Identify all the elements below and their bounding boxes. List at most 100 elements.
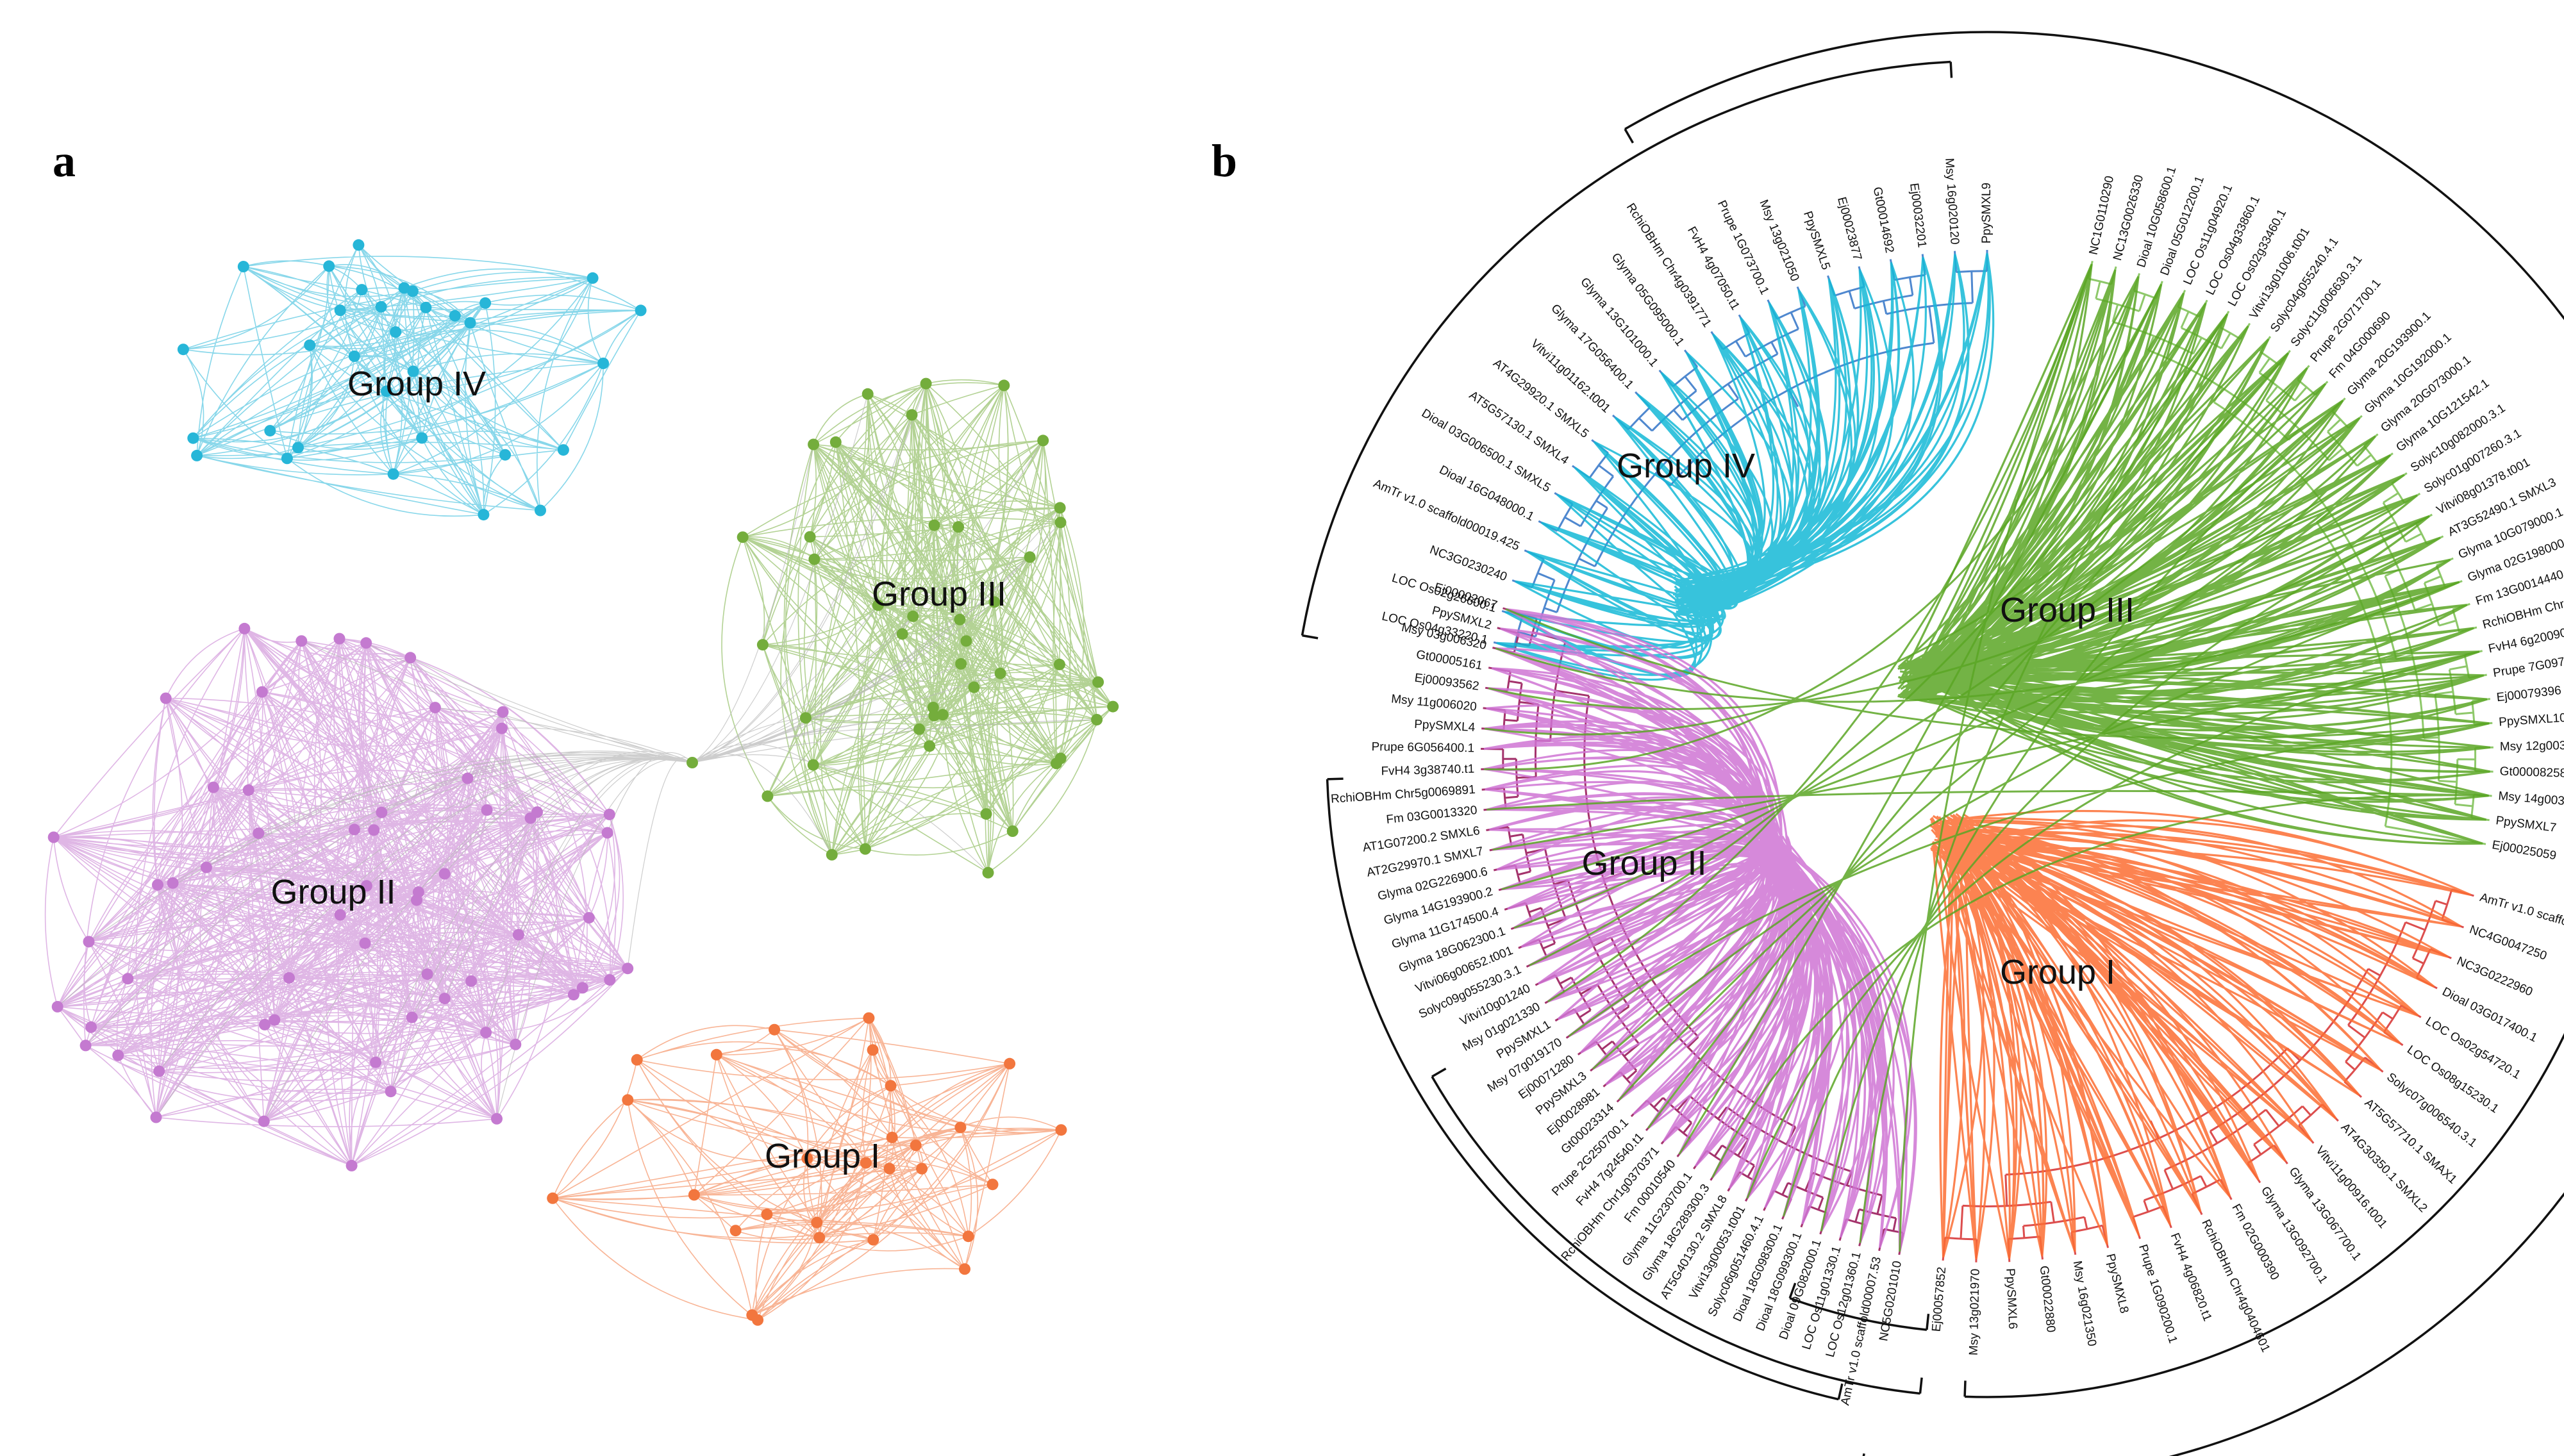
- network-node: [237, 261, 249, 272]
- panel-a-network: a Group IV Group III Group II Group I: [44, 135, 1119, 1326]
- leaf-label: FvH4 6g20090.t1: [2487, 624, 2564, 656]
- leaf-label: Prupe 7G097400.1: [2492, 650, 2564, 681]
- network-node: [567, 989, 579, 1001]
- leaf-label: Msy 11g006020: [1390, 692, 1477, 714]
- leaf-label: Gt00022880: [2037, 1265, 2058, 1333]
- network-links-group-i: [552, 1017, 1062, 1321]
- network-node: [83, 936, 95, 948]
- network-node: [238, 622, 251, 634]
- network-node: [1054, 502, 1066, 514]
- network-node: [1091, 714, 1103, 725]
- network-node: [813, 1232, 826, 1244]
- network-node: [304, 339, 316, 351]
- group-label-i: Group I: [765, 1137, 880, 1175]
- network-node: [360, 637, 372, 649]
- network-node: [587, 272, 599, 284]
- network-node: [464, 317, 476, 329]
- panel-b-letter: b: [1211, 135, 1237, 186]
- leaf-label: LOC Os02g33460.1: [2226, 207, 2289, 309]
- network-hub-node: [687, 757, 698, 768]
- network-node: [867, 1044, 879, 1056]
- leaf-label: Fm 04G000690: [2327, 310, 2393, 381]
- network-node: [292, 442, 304, 454]
- network-node: [150, 1111, 162, 1123]
- network-node: [345, 1159, 358, 1171]
- network-node: [762, 790, 774, 802]
- leaf-label: Fm 03G0013320: [1386, 804, 1478, 827]
- network-node: [688, 1189, 700, 1201]
- network-node: [557, 444, 569, 456]
- network-node: [167, 877, 179, 889]
- network-node: [960, 635, 972, 647]
- network-node: [1107, 700, 1119, 713]
- network-node: [356, 284, 368, 296]
- leaf-label: Prupe 1G090200.1: [2136, 1243, 2179, 1344]
- network-node: [390, 326, 402, 338]
- network-node: [499, 449, 512, 461]
- network-node: [924, 740, 936, 752]
- clade-bracket: [1963, 1032, 2564, 1398]
- network-node: [264, 425, 276, 437]
- network-node: [398, 282, 410, 294]
- network-node: [152, 879, 163, 891]
- network-node: [872, 599, 884, 611]
- network-node: [512, 929, 524, 941]
- leaf-label: Msy 13g021050: [1756, 198, 1801, 283]
- network-node: [920, 377, 932, 390]
- clade-bracket: [1301, 60, 1953, 640]
- network-node: [481, 804, 493, 816]
- network-node: [480, 1027, 492, 1039]
- leaf-label: AT5G57710.1 SMAX1: [2362, 1096, 2460, 1187]
- network-node: [1053, 658, 1065, 670]
- network-node: [177, 343, 189, 356]
- network-node: [808, 438, 820, 451]
- network-node: [826, 848, 838, 861]
- network-node: [800, 712, 812, 724]
- network-node: [928, 519, 940, 531]
- network-node: [906, 409, 918, 421]
- leaf-label: Gt00014692: [1870, 186, 1897, 254]
- fan-links-group-ii: [1483, 608, 1917, 1252]
- tree-group-labels: Group IV Group III Group II Group I: [1581, 447, 2135, 991]
- network-node: [829, 436, 842, 448]
- network-node: [916, 1162, 928, 1175]
- network-node: [955, 658, 967, 670]
- leaf-label: AmTr v1.0 scaffold00019.425: [1371, 477, 1521, 554]
- network-node: [495, 722, 508, 734]
- network-node: [913, 723, 926, 735]
- leaf-label: Msy 13g021970: [1967, 1269, 1983, 1356]
- leaf-label: Glyma 17G056400.1: [1548, 302, 1636, 392]
- network-node: [954, 613, 966, 625]
- network-node: [242, 784, 254, 796]
- network-nodes: [47, 239, 1119, 1326]
- leaf-label: Vitvi13g01006.t001: [2247, 226, 2313, 322]
- network-group-labels: Group IV Group III Group II Group I: [271, 365, 1006, 1175]
- leaf-label: Dioal 03G006500.1 SMXL5: [1419, 406, 1553, 495]
- hub-links-group-iii: [692, 383, 1097, 873]
- network-node: [112, 1049, 124, 1061]
- network-node: [597, 358, 610, 369]
- leaf-label: Msy 16g021350: [2070, 1260, 2099, 1348]
- network-node: [604, 974, 616, 986]
- leaf-label: Msy 16g020120: [1942, 158, 1961, 245]
- network-node: [404, 652, 417, 664]
- network-node: [191, 449, 203, 461]
- network-node: [998, 379, 1010, 392]
- network-node: [85, 1021, 97, 1033]
- network-node: [1092, 676, 1104, 688]
- clade-bracket: [1326, 777, 1844, 1401]
- network-node: [752, 1314, 764, 1326]
- network-node: [462, 772, 474, 784]
- network-node: [535, 504, 546, 517]
- leaf-label: PpySMXL10: [2499, 711, 2564, 729]
- network-node: [79, 1039, 92, 1052]
- network-node: [980, 808, 992, 820]
- leaf-label: PpySMXL4: [1414, 718, 1476, 734]
- group-label-ii: Group II: [271, 873, 395, 911]
- network-node: [281, 452, 293, 465]
- leaf-label: Ej00025059: [2491, 838, 2558, 863]
- network-node: [1004, 1057, 1016, 1070]
- leaf-label: Ej00023877: [1835, 195, 1864, 261]
- leaf-label: PpySMXL6: [2003, 1268, 2019, 1330]
